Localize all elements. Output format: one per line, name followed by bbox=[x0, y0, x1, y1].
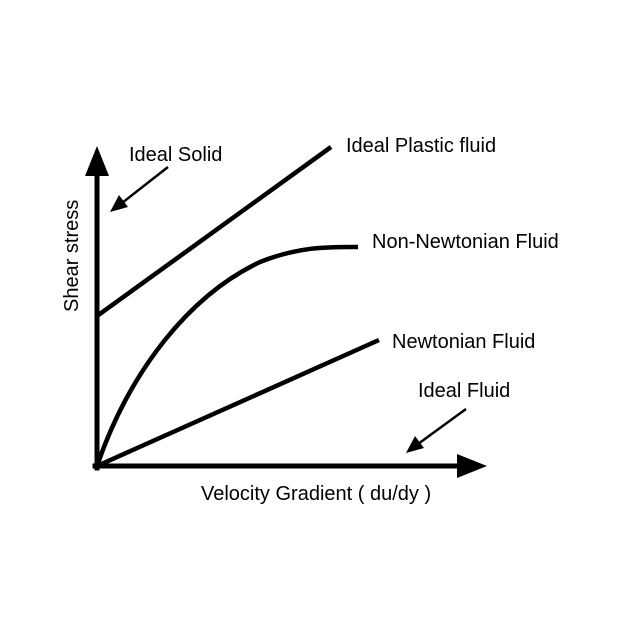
ideal-solid-label: Ideal Solid bbox=[129, 144, 222, 166]
ideal-plastic-line bbox=[95, 145, 333, 318]
ideal-solid-arrowhead bbox=[110, 195, 128, 212]
ideal-fluid-arrow-shaft bbox=[417, 407, 467, 446]
ideal-plastic-label: Ideal Plastic fluid bbox=[346, 135, 496, 157]
newtonian-line bbox=[96, 337, 380, 469]
y-axis-arrowhead bbox=[85, 146, 109, 176]
y-axis-title: Shear stress bbox=[61, 200, 83, 312]
x-axis-arrowhead bbox=[457, 454, 487, 478]
non-newtonian-label: Non-Newtonian Fluid bbox=[372, 231, 559, 253]
newtonian-label: Newtonian Fluid bbox=[392, 331, 535, 353]
x-axis-title: Velocity Gradient ( du/dy ) bbox=[201, 483, 431, 505]
non-newtonian-curve bbox=[94, 244, 359, 467]
ideal-solid-arrow-shaft bbox=[121, 166, 169, 204]
ideal-fluid-arrowhead bbox=[406, 436, 424, 453]
ideal-fluid-label: Ideal Fluid bbox=[418, 380, 510, 402]
